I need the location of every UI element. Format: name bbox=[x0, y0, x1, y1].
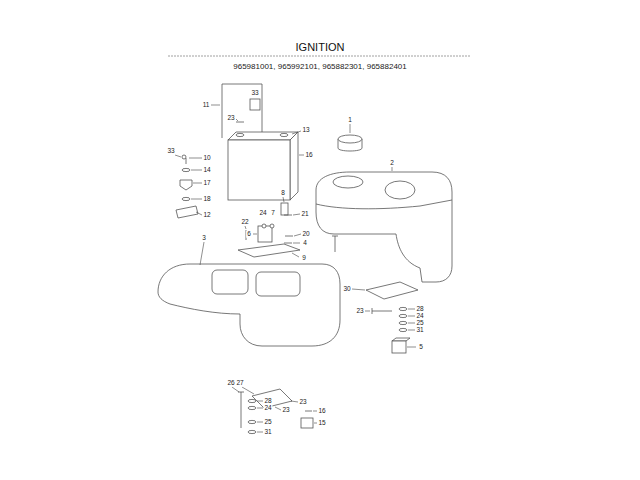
callout-number: 18 bbox=[202, 196, 211, 203]
callout-number: 30 bbox=[342, 286, 351, 293]
title-rule bbox=[168, 56, 470, 57]
terminal-parts bbox=[176, 155, 198, 218]
callout-number: 25 bbox=[263, 419, 272, 426]
callout-number: 3 bbox=[201, 235, 207, 242]
screw bbox=[335, 236, 336, 252]
callout-number: 23 bbox=[281, 407, 290, 414]
callout-number: 14 bbox=[202, 167, 211, 174]
callout-number: 13 bbox=[301, 127, 310, 134]
callout-number: 21 bbox=[300, 211, 309, 218]
callout-number: 33 bbox=[250, 90, 259, 97]
callout-number: 23 bbox=[226, 115, 235, 122]
callout-number: 16 bbox=[317, 408, 326, 415]
callout-number: 12 bbox=[202, 212, 211, 219]
callout-number: 16 bbox=[304, 152, 313, 159]
lower-bracket-parts bbox=[238, 389, 313, 434]
callout-number: 23 bbox=[298, 399, 307, 406]
callout-number: 6 bbox=[246, 231, 252, 238]
battery bbox=[228, 132, 298, 200]
callout-number: 8 bbox=[280, 190, 286, 197]
callout-number: 31 bbox=[415, 327, 424, 334]
callout-number: 9 bbox=[301, 255, 307, 262]
callout-number: 24 bbox=[263, 405, 272, 412]
relay-parts bbox=[366, 282, 418, 353]
tank bbox=[316, 172, 452, 282]
model-numbers: 965981001, 965992101, 965882301, 9658824… bbox=[232, 63, 408, 71]
callout-number: 20 bbox=[301, 231, 310, 238]
callout-number: 15 bbox=[317, 420, 326, 427]
tank-cap bbox=[338, 135, 362, 151]
callout-number: 10 bbox=[202, 155, 211, 162]
leader-lines bbox=[175, 105, 416, 432]
strap-clip bbox=[250, 99, 260, 110]
callout-number: 2 bbox=[389, 160, 395, 167]
callout-number: 23 bbox=[355, 308, 364, 315]
callout-number: 17 bbox=[202, 180, 211, 187]
diagram-title: IGNITION bbox=[296, 42, 345, 53]
callout-number: 5 bbox=[418, 344, 424, 351]
battery-strap bbox=[222, 84, 262, 138]
fender bbox=[158, 264, 340, 346]
callout-number: 25 bbox=[415, 320, 424, 327]
screw bbox=[236, 122, 244, 123]
callout-number: 28 bbox=[415, 306, 424, 313]
callout-number: 11 bbox=[202, 102, 211, 109]
callout-number: 27 bbox=[235, 380, 244, 387]
callout-number: 24 bbox=[415, 313, 424, 320]
switch-parts bbox=[238, 203, 300, 257]
callout-number: 22 bbox=[240, 219, 249, 226]
callout-number: 33 bbox=[166, 148, 175, 155]
callout-number: 1 bbox=[347, 117, 353, 124]
callout-number: 28 bbox=[263, 398, 272, 405]
callout-number: 24 bbox=[258, 210, 267, 217]
callout-number: 26 bbox=[226, 380, 235, 387]
screw bbox=[332, 236, 338, 237]
callout-number: 4 bbox=[302, 240, 308, 247]
callout-number: 31 bbox=[263, 429, 272, 436]
callout-number: 7 bbox=[270, 210, 276, 217]
